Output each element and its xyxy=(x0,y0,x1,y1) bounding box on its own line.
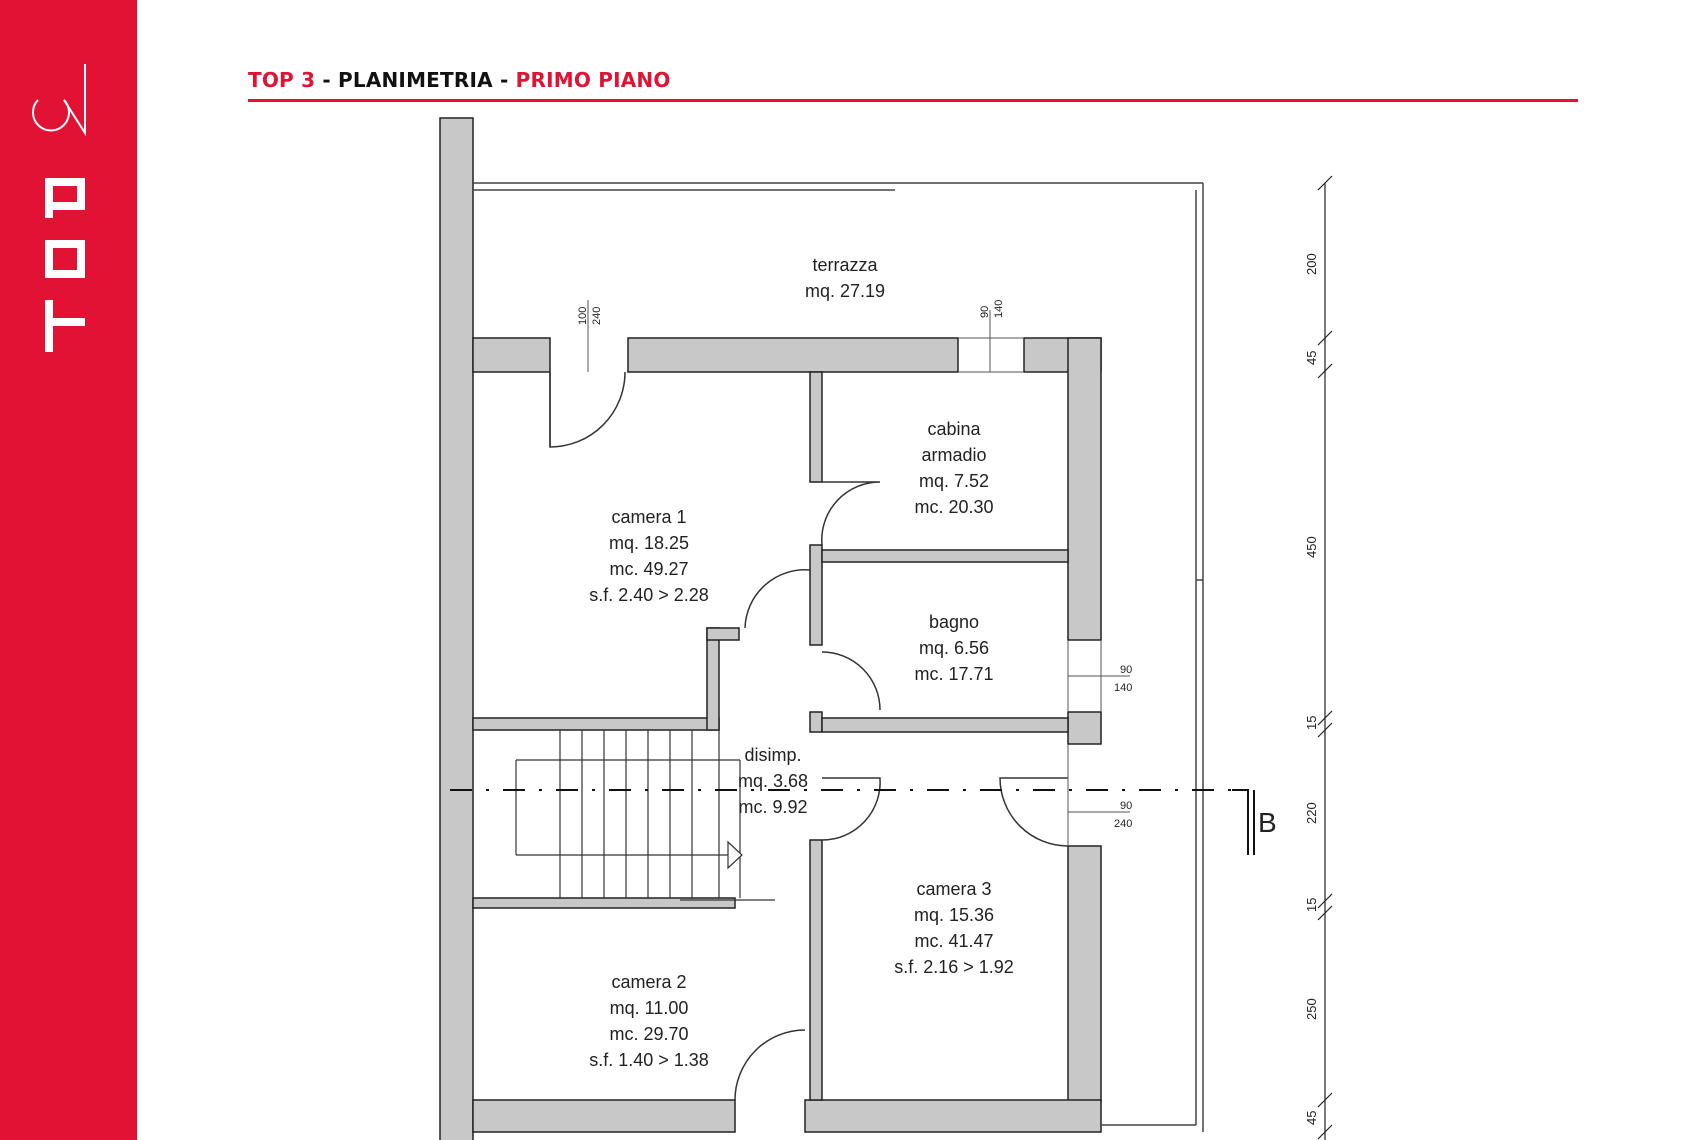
room-cabina-mq: mq. 7.52 xyxy=(919,471,989,491)
dim-200: 200 xyxy=(1304,253,1319,275)
walls xyxy=(439,117,1102,1140)
dim-15-a: 15 xyxy=(1304,716,1319,730)
room-camera3-name: camera 3 xyxy=(916,879,991,899)
opening-win-h: 140 xyxy=(993,300,1005,318)
room-camera2-name: camera 2 xyxy=(611,972,686,992)
header-separator: - xyxy=(315,68,339,92)
dim-220: 220 xyxy=(1304,802,1319,824)
page-header: TOP 3 - PLANIMETRIA - PRIMO PIANO xyxy=(248,66,1578,102)
opening-bagno-w: 90 xyxy=(1120,664,1132,676)
room-disimp-name: disimp. xyxy=(744,745,801,765)
room-cabina-name2: armadio xyxy=(921,445,986,465)
room-camera2-mq: mq. 11.00 xyxy=(610,998,689,1018)
opening-door-h: 240 xyxy=(591,307,603,325)
room-bagno-name: bagno xyxy=(929,612,979,632)
room-cabina-mc: mc. 20.30 xyxy=(914,497,993,517)
room-terrazza-name: terrazza xyxy=(812,255,878,275)
opening-door-w: 100 xyxy=(577,307,589,325)
room-camera3-sf: s.f. 2.16 > 1.92 xyxy=(894,957,1014,977)
room-camera3-mc: mc. 41.47 xyxy=(914,931,993,951)
room-camera1-sf: s.f. 2.40 > 2.28 xyxy=(589,585,709,605)
room-terrazza-mq: mq. 27.19 xyxy=(805,281,885,301)
section-line xyxy=(450,789,1255,855)
doors xyxy=(549,371,1069,1101)
room-bagno-mq: mq. 6.56 xyxy=(919,638,989,658)
room-camera1-mc: mc. 49.27 xyxy=(609,559,688,579)
room-cabina-name: cabina xyxy=(927,419,981,439)
dim-450: 450 xyxy=(1304,536,1319,558)
terrace-outline xyxy=(473,182,1204,1132)
opening-cam3-w: 90 xyxy=(1120,800,1132,812)
room-camera2-sf: s.f. 1.40 > 1.38 xyxy=(589,1050,709,1070)
room-labels: terrazza mq. 27.19 cabina armadio mq. 7.… xyxy=(589,255,1014,1070)
opening-bagno-h: 140 xyxy=(1114,682,1132,694)
header-separator: - xyxy=(492,68,516,92)
opening-cam3-h: 240 xyxy=(1114,818,1132,830)
dim-45-bottom: 45 xyxy=(1304,1111,1319,1125)
opening-labels: 100 240 90 140 90 140 90 240 xyxy=(577,300,1132,830)
room-camera1-name: camera 1 xyxy=(611,507,686,527)
dimension-chain xyxy=(1317,175,1333,1140)
dim-250: 250 xyxy=(1304,998,1319,1020)
sidebar-brand-band xyxy=(0,0,137,1140)
dimension-values: 200 45 450 15 220 15 250 45 xyxy=(1304,253,1319,1125)
dim-15-b: 15 xyxy=(1304,898,1319,912)
room-camera1-mq: mq. 18.25 xyxy=(609,533,689,553)
top3-vertical-logo xyxy=(32,64,86,352)
header-planimetria: PLANIMETRIA xyxy=(338,68,493,92)
section-label: B xyxy=(1258,807,1277,838)
room-disimp-mq: mq. 3.68 xyxy=(738,771,808,791)
room-camera2-mc: mc. 29.70 xyxy=(609,1024,688,1044)
room-disimp-mc: mc. 9.92 xyxy=(738,797,807,817)
room-camera3-mq: mq. 15.36 xyxy=(914,905,994,925)
opening-win-w: 90 xyxy=(979,306,991,318)
header-primo-piano: PRIMO PIANO xyxy=(515,68,671,92)
header-top3: TOP 3 xyxy=(248,68,316,92)
dim-45-top: 45 xyxy=(1304,351,1319,365)
room-bagno-mc: mc. 17.71 xyxy=(914,664,993,684)
staircase xyxy=(472,729,775,901)
window-marks xyxy=(587,300,1130,846)
